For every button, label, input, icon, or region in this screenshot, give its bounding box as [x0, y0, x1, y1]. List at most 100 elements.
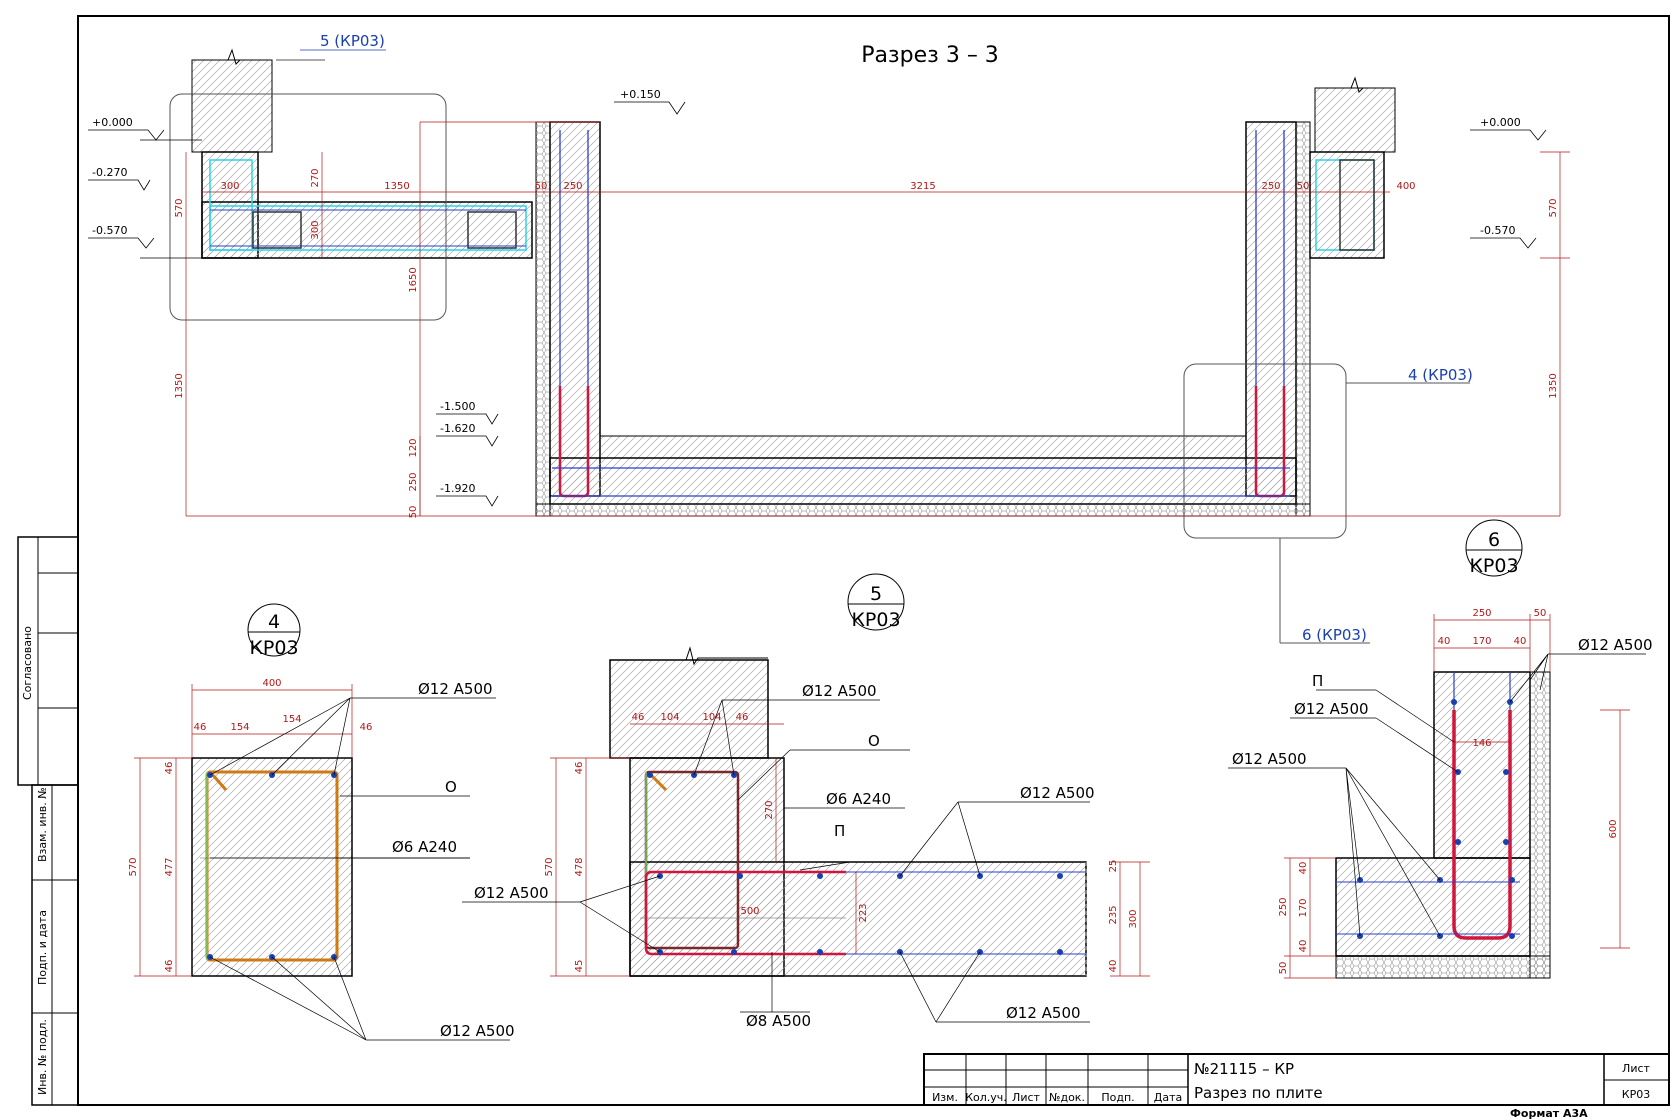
- detail-5: 5 КР03 46 104 104: [462, 573, 1150, 1030]
- dim-v1650: 1650: [408, 267, 419, 292]
- level-m0270: -0.270: [92, 166, 127, 179]
- detail5-rebar-slab-top: Ø12 A500: [1020, 784, 1095, 802]
- dim-250b: 250: [1261, 181, 1280, 192]
- detail4-d154b: 154: [282, 714, 301, 725]
- dim-v120: 120: [408, 438, 419, 457]
- level-m1920: -1.920: [440, 482, 475, 495]
- dim-v250: 250: [408, 472, 419, 491]
- detail4-sheet: КР03: [249, 637, 298, 659]
- dim-50b: 50: [1297, 181, 1310, 192]
- tb-sheet-label: Лист: [1622, 1062, 1650, 1075]
- detail6-sheet: КР03: [1469, 555, 1518, 577]
- detail6-insulation-base: [1335, 955, 1551, 979]
- tb-col-podp: Подп.: [1101, 1091, 1134, 1104]
- detail6-v600: 600: [1608, 819, 1619, 838]
- ref-6-kr03[interactable]: 6 (КР03): [1302, 626, 1367, 644]
- level-0000-left: +0.000: [92, 116, 133, 129]
- callout-5: [169, 93, 447, 321]
- detail6-insulation-wall: [1529, 671, 1551, 979]
- section-title: Разрез 3 – 3: [861, 43, 999, 68]
- detail5-r300: 300: [1128, 909, 1139, 928]
- detail4-h570: 570: [128, 857, 139, 876]
- detail5-num: 5: [870, 583, 882, 605]
- dim-250a: 250: [563, 181, 582, 192]
- level-m1500: -1.500: [440, 400, 475, 413]
- tb-doc-title: Разрез по плите: [1194, 1084, 1323, 1102]
- dim-v1350-right: 1350: [1548, 373, 1559, 398]
- level-m0570-right: -0.570: [1480, 224, 1515, 237]
- detail6-v50: 50: [1278, 962, 1289, 975]
- callout-4: [1183, 363, 1347, 539]
- detail5-h45: 45: [574, 960, 585, 973]
- detail4-rebar-stirrup: Ø6 A240: [392, 838, 457, 856]
- detail5-h46a: 46: [574, 762, 585, 775]
- detail4-h477: 477: [164, 857, 175, 876]
- detail4-w400: 400: [262, 678, 281, 689]
- detail6-w170: 170: [1472, 636, 1491, 647]
- detail5-d46a: 46: [632, 712, 645, 723]
- detail4-h46a: 46: [164, 762, 175, 775]
- detail6-w50: 50: [1534, 608, 1547, 619]
- side-agreed: Согласовано: [21, 626, 34, 700]
- dim-v300: 300: [310, 220, 321, 239]
- side-inv-orig: Инв. № подл.: [36, 1019, 49, 1095]
- detail5-d46b: 46: [736, 712, 749, 723]
- tb-col-list: Лист: [1012, 1091, 1040, 1104]
- dim-400: 400: [1396, 181, 1415, 192]
- detail-6: 6 КР03 250 50: [1228, 519, 1653, 979]
- tb-sheet-value: КР03: [1622, 1088, 1650, 1101]
- side-stamp: Согласовано Взам. инв. № Подп. и дата Ин…: [17, 536, 79, 1106]
- main-section: 300 1350 50 250 3215 250 50 400 570 270 …: [88, 32, 1570, 644]
- dim-v50: 50: [408, 506, 419, 519]
- pit-screed: [599, 435, 1247, 459]
- detail5-v270: 270: [764, 800, 775, 819]
- detail5-d104b: 104: [702, 712, 721, 723]
- detail4-d46a: 46: [194, 722, 207, 733]
- pit-left-wall: [549, 121, 601, 497]
- dim-300: 300: [220, 181, 239, 192]
- dim-v570-right: 570: [1548, 198, 1559, 217]
- tb-doc-code: №21115 – КР: [1194, 1060, 1294, 1078]
- level-m1620: -1.620: [440, 422, 475, 435]
- detail4-rebar-top: Ø12 A500: [418, 680, 493, 698]
- pit-base-insulation: [535, 503, 1311, 517]
- detail6-rebar-p: П: [1312, 672, 1323, 690]
- title-block: Изм. Кол.уч. Лист №док. Подп. Дата №2111…: [923, 1053, 1670, 1106]
- detail5-rebar-stirrup: Ø6 A240: [826, 790, 891, 808]
- detail5-r235: 235: [1108, 905, 1119, 924]
- detail5-v223: 223: [858, 903, 869, 922]
- detail6-v40b: 40: [1298, 940, 1309, 953]
- dim-v570: 570: [174, 198, 185, 217]
- right-upper-wall: [1314, 87, 1396, 153]
- ref-4-kr03[interactable]: 4 (КР03): [1408, 366, 1473, 384]
- detail6-rebar-top: Ø12 A500: [1578, 636, 1653, 654]
- dim-3215: 3215: [910, 181, 935, 192]
- level-marks: [88, 101, 1547, 507]
- level-p0150: +0.150: [620, 88, 661, 101]
- detail4-beam: [191, 757, 353, 977]
- tb-col-izm: Изм.: [932, 1091, 958, 1104]
- detail6-slab: [1335, 857, 1531, 957]
- pit-right-wall: [1245, 121, 1297, 497]
- format-label: Формат А3А: [1510, 1107, 1588, 1120]
- detail6-v250: 250: [1278, 897, 1289, 916]
- detail5-rebar-slab-bottom: Ø12 A500: [1006, 1004, 1081, 1022]
- detail5-rebar-top: Ø12 A500: [802, 682, 877, 700]
- detail6-w40a: 40: [1438, 636, 1451, 647]
- ref-5-kr03[interactable]: 5 (КР03): [320, 32, 385, 50]
- left-upper-wall: [191, 59, 273, 153]
- detail5-rebar-bottom: Ø8 A500: [746, 1012, 811, 1030]
- detail5-d104a: 104: [660, 712, 679, 723]
- detail-4: 4 КР03 400 46 154 154 46 570 46 477 46: [128, 603, 515, 1041]
- detail5-r25: 25: [1108, 860, 1119, 873]
- detail6-w146: 146: [1472, 738, 1491, 749]
- detail5-r40: 40: [1108, 960, 1119, 973]
- tb-col-kol: Кол.уч.: [965, 1091, 1007, 1104]
- detail6-rebar-mid: Ø12 A500: [1294, 700, 1369, 718]
- detail4-num: 4: [268, 611, 280, 633]
- detail4-h46b: 46: [164, 960, 175, 973]
- tb-col-data: Дата: [1154, 1091, 1182, 1104]
- right-beam: [1309, 151, 1385, 259]
- detail6-v170: 170: [1298, 898, 1309, 917]
- level-m0570-left: -0.570: [92, 224, 127, 237]
